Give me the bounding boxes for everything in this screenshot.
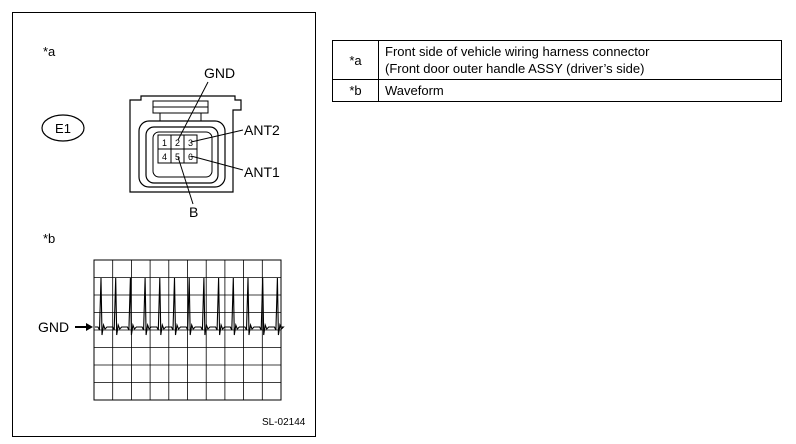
ant1-leader bbox=[190, 155, 244, 171]
waveform-trace bbox=[95, 277, 285, 336]
legend-row: *a Front side of vehicle wiring harness … bbox=[332, 40, 782, 80]
pin-5: 5 bbox=[175, 152, 180, 162]
pin-6: 6 bbox=[188, 152, 193, 162]
b-leader bbox=[177, 156, 194, 205]
waveform-gnd-label: GND bbox=[38, 319, 69, 335]
connector-id-text: E1 bbox=[55, 121, 71, 136]
legend-row: *b Waveform bbox=[332, 79, 782, 102]
section-b-label: *b bbox=[43, 231, 56, 246]
legend-desc-line: (Front door outer handle ASSY (driver’s … bbox=[385, 61, 645, 76]
gnd-leader bbox=[177, 81, 209, 141]
legend-desc-line: Front side of vehicle wiring harness con… bbox=[385, 44, 650, 59]
terminal-ant2-label: ANT2 bbox=[244, 122, 280, 138]
figure-code: SL-02144 bbox=[262, 417, 306, 428]
ant2-leader bbox=[190, 129, 244, 143]
section-a-label: *a bbox=[43, 44, 56, 59]
connector-id-oval bbox=[41, 114, 85, 142]
connector-latch-inner bbox=[159, 113, 202, 122]
terminal-ant1-label: ANT1 bbox=[244, 164, 280, 180]
gnd-arrow-head bbox=[86, 323, 93, 331]
connector-cavity-inner bbox=[145, 126, 219, 184]
connector-housing bbox=[129, 95, 242, 193]
terminal-b-label: B bbox=[189, 204, 198, 220]
legend-description: Front side of vehicle wiring harness con… bbox=[378, 40, 782, 80]
legend-description: Waveform bbox=[378, 79, 782, 102]
pin-1: 1 bbox=[162, 138, 167, 148]
terminal-gnd-label: GND bbox=[204, 65, 235, 81]
legend-table: *a Front side of vehicle wiring harness … bbox=[332, 40, 782, 102]
pin-2: 2 bbox=[175, 138, 180, 148]
legend-key: *b bbox=[332, 79, 379, 102]
connector-cavity-outer bbox=[138, 120, 226, 188]
legend-key: *a bbox=[332, 40, 379, 80]
pin-3: 3 bbox=[188, 138, 193, 148]
pin-4: 4 bbox=[162, 152, 167, 162]
diagram-frame bbox=[12, 12, 316, 437]
